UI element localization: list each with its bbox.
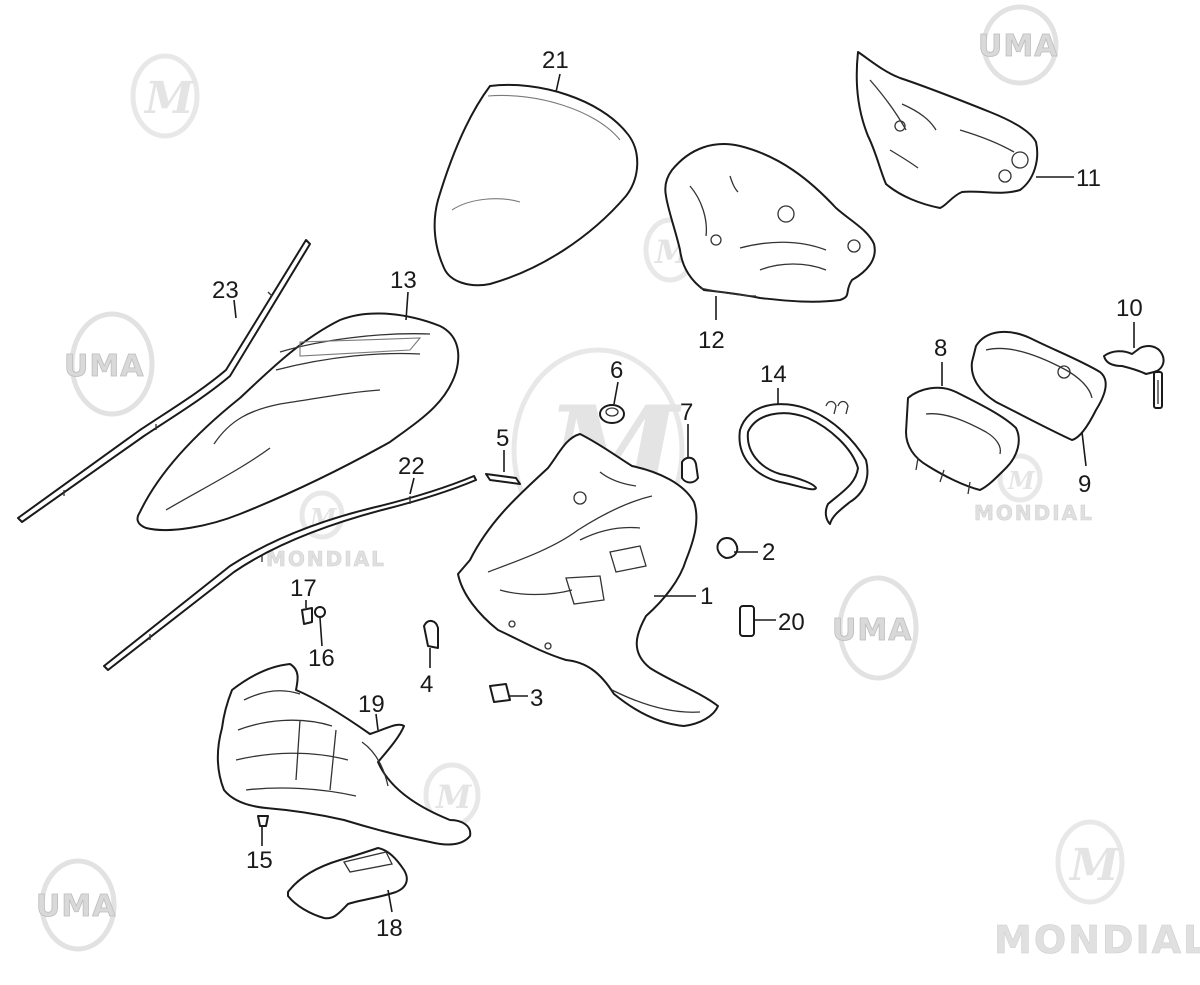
svg-text:UMA: UMA: [978, 29, 1058, 64]
callout-8: 8: [934, 335, 947, 362]
watermark-mondial-mid: M MONDIAL: [266, 490, 386, 571]
callout-14: 14: [760, 361, 787, 388]
part-clip-15: [257, 815, 269, 827]
part-clip-2: [716, 537, 739, 559]
svg-text:UMA: UMA: [832, 613, 912, 648]
callout-17: 17: [290, 575, 317, 602]
callout-21: 21: [542, 47, 569, 74]
part-windscreen: [433, 84, 639, 287]
part-trim-strip-upper: [17, 239, 311, 523]
leader-13: [405, 291, 409, 321]
part-glovebox-frame: [905, 386, 1020, 495]
leader-21: [555, 73, 561, 93]
leader-18: [387, 889, 393, 913]
callout-2: 2: [762, 539, 775, 566]
part-handlebar-front-cover: [664, 143, 876, 303]
watermark-m-top-left: M: [130, 53, 200, 139]
svg-text:MONDIAL: MONDIAL: [974, 501, 1094, 525]
callout-10: 10: [1116, 295, 1143, 322]
callout-7: 7: [680, 399, 693, 426]
watermark-uma-mid-right: UMA: [832, 575, 919, 681]
part-front-lower-cover: [216, 663, 472, 846]
callout-5: 5: [496, 425, 509, 452]
part-grommet: [599, 404, 625, 424]
callout-22: 22: [398, 453, 425, 480]
leader-16: [319, 617, 323, 647]
part-clip-pair: [825, 400, 849, 415]
callout-20: 20: [778, 609, 805, 636]
part-lock: [1103, 345, 1165, 409]
callout-9: 9: [1078, 471, 1091, 498]
callout-6: 6: [610, 357, 623, 384]
leader-22: [409, 477, 415, 495]
svg-text:M: M: [143, 73, 195, 124]
callout-23: 23: [212, 277, 239, 304]
part-inner-leg-shield: [457, 433, 719, 727]
leader-6: [613, 381, 619, 405]
part-handlebar-rear-cover: [855, 51, 1039, 209]
watermark-uma-bottom-left: UMA: [36, 858, 117, 952]
part-trim-strip-lower: [103, 475, 477, 671]
svg-text:UMA: UMA: [64, 349, 144, 384]
callout-19: 19: [358, 691, 385, 718]
svg-text:M: M: [435, 778, 473, 816]
watermark-uma-top-right: UMA: [978, 4, 1059, 86]
leader-23: [233, 299, 237, 319]
callout-4: 4: [420, 671, 433, 698]
watermark-mondial-bottom-right: M MONDIAL: [994, 819, 1200, 962]
callout-18: 18: [376, 915, 403, 942]
svg-text:M: M: [1068, 840, 1120, 891]
part-glovebox-lid: [970, 330, 1107, 441]
callout-12: 12: [698, 327, 725, 354]
part-front-fairing-upper: [136, 312, 460, 531]
part-plate-5: [485, 473, 521, 485]
callout-16: 16: [308, 645, 335, 672]
callout-1: 1: [700, 583, 713, 610]
leader-19: [375, 713, 379, 731]
part-lower-panel: [287, 847, 408, 920]
part-seal: [738, 403, 869, 525]
leader-lines: [233, 73, 1135, 913]
part-pad-3: [489, 683, 511, 703]
svg-text:M: M: [1007, 466, 1036, 495]
callout-labels: 21 11 12 13 23 10 8 14 6 7 5 9 22 2 1 20…: [212, 47, 1143, 942]
part-nut-16: [314, 606, 326, 618]
watermark-mondial-right: M MONDIAL: [974, 453, 1094, 525]
callout-11: 11: [1076, 165, 1101, 192]
leader-9: [1081, 431, 1087, 467]
part-block-20: [739, 605, 755, 637]
callout-15: 15: [246, 847, 273, 874]
svg-text:UMA: UMA: [36, 889, 116, 924]
part-clip-7: [681, 456, 699, 484]
part-bracket-4: [423, 620, 439, 649]
callout-13: 13: [390, 267, 417, 294]
svg-text:MONDIAL: MONDIAL: [994, 918, 1200, 962]
watermark-uma-left: UMA: [64, 311, 155, 417]
callout-3: 3: [530, 685, 543, 712]
part-screw-17: [301, 607, 313, 625]
svg-text:MONDIAL: MONDIAL: [266, 547, 386, 571]
